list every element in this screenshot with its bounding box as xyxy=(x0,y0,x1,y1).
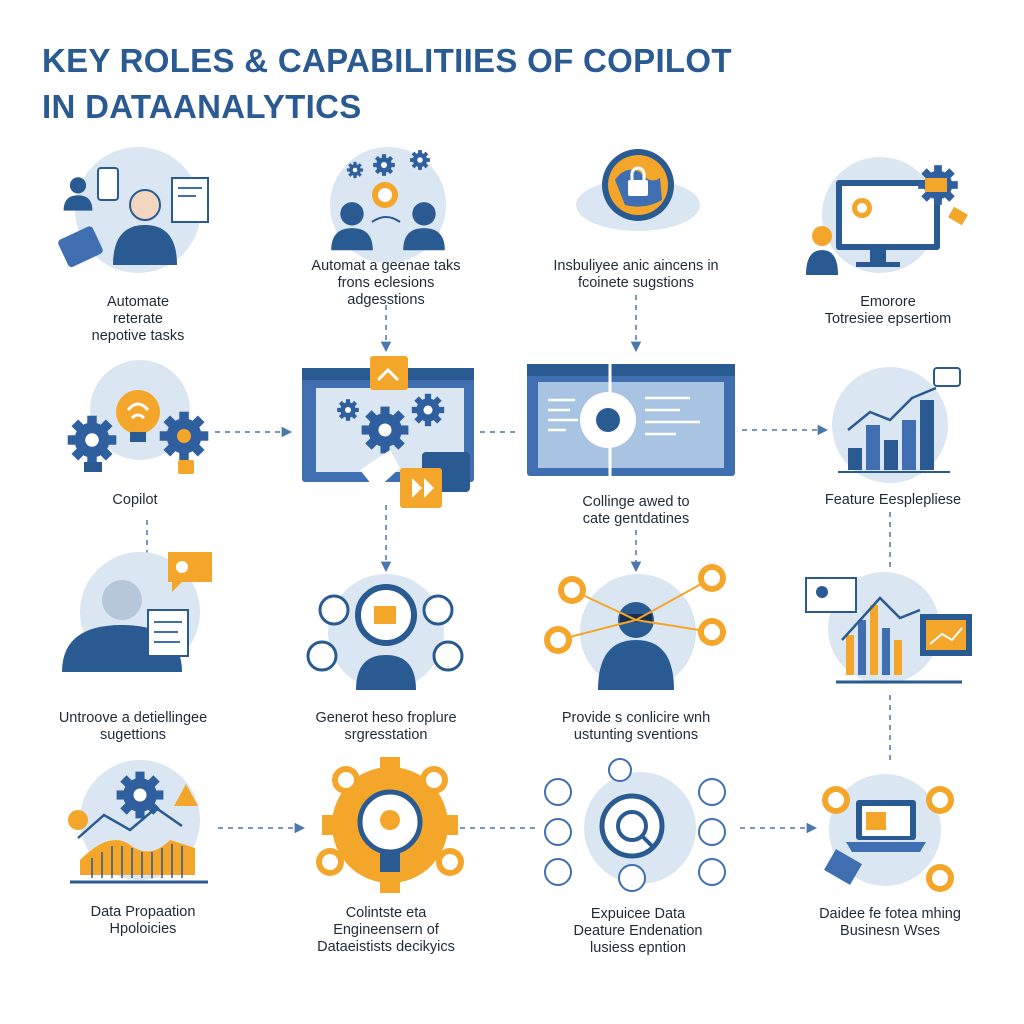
caption-r4c3: Expuicee Data Deature Endenation lusiess… xyxy=(573,906,703,956)
monitor-gear-icon xyxy=(806,157,968,275)
caption-r1c4: Emorore Totresiee epsertiom xyxy=(824,294,952,327)
copilot-bulb-gears-icon xyxy=(67,360,209,474)
caption-r3c3: Provide s conlicire wnh ustunting sventi… xyxy=(561,710,711,743)
page-title: KEY ROLES & CAPABILITIIES OF COPILOT IN … xyxy=(42,38,732,130)
caption-r4c2: Colintste eta Engineensern of Dataeistis… xyxy=(317,905,455,955)
caption-r2c1: Copilot xyxy=(112,492,158,508)
split-screen-icon xyxy=(527,364,735,476)
title-line-2: IN DATAANALYTICS xyxy=(42,88,362,125)
workflow-window-icon xyxy=(302,356,474,508)
team-gears-icon xyxy=(330,147,446,263)
security-lock-icon xyxy=(576,149,700,231)
bar-chart-icon xyxy=(832,367,961,483)
analytics-dashboard-icon xyxy=(805,572,972,684)
caption-r1c3: Insbuliyee anic aincens in fcoinete sugs… xyxy=(553,258,719,291)
caption-r3c1: Untroove a detiellingee sugettions xyxy=(58,710,208,743)
chat-person-icon xyxy=(62,552,212,672)
connected-user-icon xyxy=(544,564,726,690)
caption-r2c3: Collinge awed to cate gentdatines xyxy=(582,494,690,527)
business-laptop-icon xyxy=(822,774,954,892)
caption-r1c2: Automat a geenae taks frons eclesions ad… xyxy=(311,258,461,308)
title-line-1: KEY ROLES & CAPABILITIIES OF COPILOT xyxy=(42,42,732,79)
data-network-icon xyxy=(544,758,726,892)
lightbulb-network-icon xyxy=(306,574,464,690)
caption-r1c1: Automate reterate nepotive tasks xyxy=(91,294,185,344)
caption-r4c4: Daidee fe fotea mhing Businesn Wses xyxy=(819,906,961,939)
connectors xyxy=(146,295,891,834)
caption-r3c2: Generot heso froplure srgresstation xyxy=(315,710,457,743)
caption-r2c4: Feature Eesplepliese xyxy=(824,492,962,508)
engineering-bulb-gear-icon xyxy=(316,757,464,893)
automation-people-icon xyxy=(58,147,209,273)
data-preparation-icon xyxy=(68,760,208,884)
caption-r4c1: Data Propaation Hpoloicies xyxy=(90,904,196,937)
